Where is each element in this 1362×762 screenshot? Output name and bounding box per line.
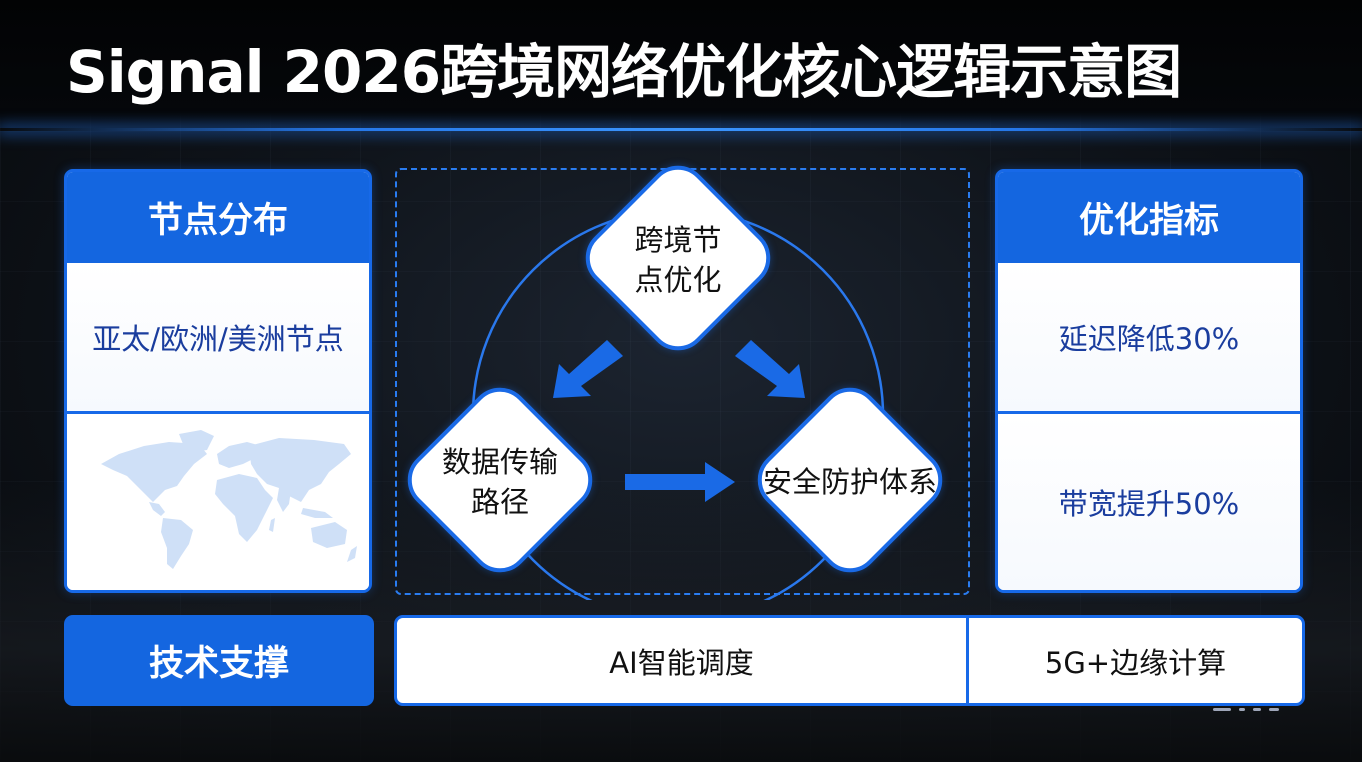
page-title: Signal 2026跨境网络优化核心逻辑示意图 bbox=[66, 38, 1182, 106]
node-security-system-label: 安全防护体系 bbox=[762, 465, 937, 499]
latency-metric: 延迟降低30% bbox=[998, 263, 1300, 414]
node-cross-border-optimization-label: 跨境节 点优化 bbox=[634, 223, 722, 297]
optimization-metrics-panel: 优化指标 延迟降低30% 带宽提升50% bbox=[995, 169, 1303, 593]
world-map-cell bbox=[67, 414, 369, 590]
title-underline-glow bbox=[0, 128, 1362, 131]
arrow-top-to-right-icon bbox=[735, 340, 805, 398]
node-distribution-header: 节点分布 bbox=[67, 172, 369, 263]
node-distribution-panel: 节点分布 亚太/欧洲/美洲节点 bbox=[64, 169, 372, 593]
world-map-icon bbox=[101, 430, 357, 569]
arrow-left-to-right-icon bbox=[625, 462, 735, 502]
tech-item-ai-scheduling: AI智能调度 bbox=[397, 618, 969, 703]
tech-item-5g-edge: 5G+边缘计算 bbox=[1044, 645, 1227, 680]
tech-support-label: 技术支撑 bbox=[64, 615, 374, 706]
title-band bbox=[0, 0, 1362, 140]
tech-support-items: AI智能调度 5G+边缘计算 bbox=[394, 615, 1305, 706]
node-data-transmission-path-label: 数据传输 路径 bbox=[441, 445, 558, 519]
watermark-mark bbox=[1213, 706, 1303, 712]
bandwidth-metric: 带宽提升50% bbox=[998, 414, 1300, 590]
node-regions-cell: 亚太/欧洲/美洲节点 bbox=[67, 263, 369, 414]
arrow-top-to-left-icon bbox=[553, 340, 623, 398]
optimization-metrics-header: 优化指标 bbox=[998, 172, 1300, 263]
